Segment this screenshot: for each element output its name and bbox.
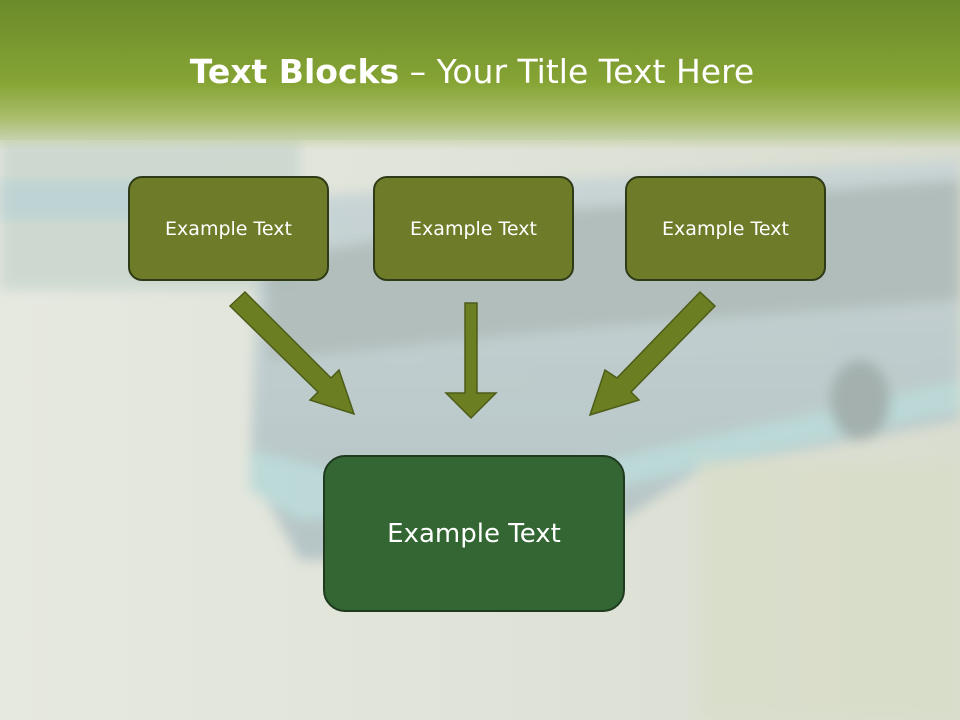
slide-title: Text Blocks – Your Title Text Here	[0, 52, 944, 91]
text-block-right[interactable]: Example Text	[625, 176, 826, 281]
text-block-bottom-label: Example Text	[387, 518, 561, 549]
text-block-bottom[interactable]: Example Text	[323, 455, 625, 612]
title-rest: Your Title Text Here	[436, 52, 755, 91]
text-block-left[interactable]: Example Text	[128, 176, 329, 281]
text-block-right-label: Example Text	[662, 217, 789, 240]
text-block-center-label: Example Text	[410, 217, 537, 240]
arrow-down-icon	[444, 302, 498, 420]
text-block-center[interactable]: Example Text	[373, 176, 574, 281]
arrow-down-left-icon	[588, 290, 717, 417]
text-block-left-label: Example Text	[165, 217, 292, 240]
arrow-down-right-icon	[228, 290, 356, 416]
title-bold-part: Text Blocks	[189, 52, 400, 91]
title-dash: –	[409, 52, 427, 91]
header-band	[0, 0, 960, 150]
